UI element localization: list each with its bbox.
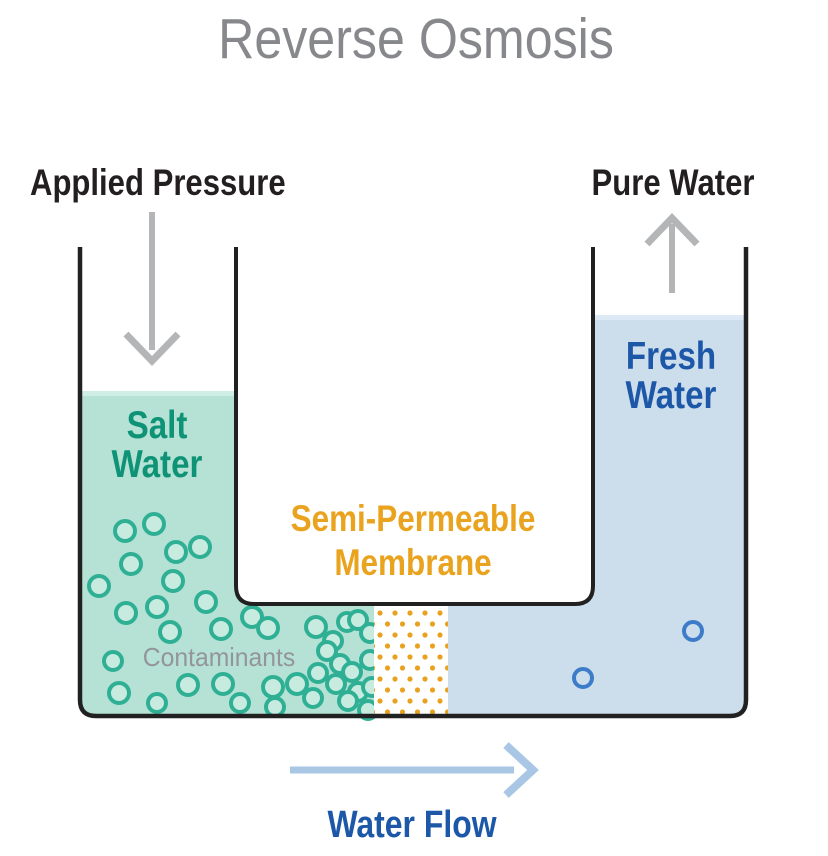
salt-water-line2: Water <box>111 443 203 486</box>
contaminant-particle <box>264 696 286 718</box>
water-flow-label: Water Flow <box>327 804 497 846</box>
fresh-water-label: Fresh Water <box>626 337 717 415</box>
salt-water-region <box>82 391 374 714</box>
salt-water-surface <box>82 391 234 396</box>
contaminant-particle <box>316 640 338 662</box>
contaminant-particle <box>256 616 280 640</box>
water-flow-arrow-icon <box>290 742 539 798</box>
contaminant-particle <box>211 672 235 696</box>
fresh-water-line1: Fresh <box>625 335 717 378</box>
membrane-label: Semi-Permeable Membrane <box>291 497 536 586</box>
outer-container <box>77 247 749 719</box>
contaminant-particle <box>113 519 137 543</box>
contaminant-particle <box>114 601 138 625</box>
contaminant-particle <box>304 615 328 639</box>
contaminant-particle <box>347 609 369 631</box>
contaminant-particle <box>341 661 363 683</box>
fresh-water-particles <box>572 620 704 689</box>
contaminant-particle <box>240 605 264 629</box>
diagram-title: Reverse Osmosis <box>218 7 614 71</box>
salt-water-line1: Salt <box>126 404 188 447</box>
membrane-line1: Semi-Permeable <box>290 498 536 539</box>
contaminant-particle <box>145 595 169 619</box>
fresh-water-line2: Water <box>625 374 717 417</box>
fresh-water-particle <box>682 620 704 642</box>
contaminant-particle <box>325 673 347 695</box>
fresh-water-surface <box>594 315 744 320</box>
contaminant-particle <box>188 535 212 559</box>
contaminant-particle <box>302 687 324 709</box>
contaminant-particle <box>161 569 185 593</box>
inner-divider <box>234 247 595 606</box>
membrane-line2: Membrane <box>334 542 492 584</box>
applied-pressure-arrow-icon <box>123 212 181 367</box>
contaminant-particle <box>119 552 143 576</box>
contaminant-particle <box>164 540 188 564</box>
salt-water-label: Salt Water <box>112 406 203 484</box>
contaminant-particle <box>176 673 200 697</box>
contaminant-particle <box>146 692 168 714</box>
contaminant-particle <box>107 681 131 705</box>
contaminant-particle <box>87 574 111 598</box>
pure-water-arrow-icon <box>644 212 700 293</box>
contaminant-particle <box>261 675 285 699</box>
contaminant-particle <box>158 620 182 644</box>
contaminant-particle <box>209 617 233 641</box>
contaminant-particle <box>229 692 251 714</box>
pure-water-label: Pure Water <box>591 162 755 203</box>
applied-pressure-label: Applied Pressure <box>30 162 286 203</box>
contaminant-particle <box>102 650 124 672</box>
contaminant-particle <box>142 512 166 536</box>
contaminants-label: Contaminants <box>142 642 296 672</box>
membrane-region <box>374 604 448 714</box>
contaminant-particle <box>307 662 329 684</box>
contaminant-particle <box>337 690 359 712</box>
fresh-water-region <box>448 315 744 714</box>
contaminant-particle <box>285 672 309 696</box>
fresh-water-particle <box>572 667 594 689</box>
contaminant-particle <box>194 590 218 614</box>
